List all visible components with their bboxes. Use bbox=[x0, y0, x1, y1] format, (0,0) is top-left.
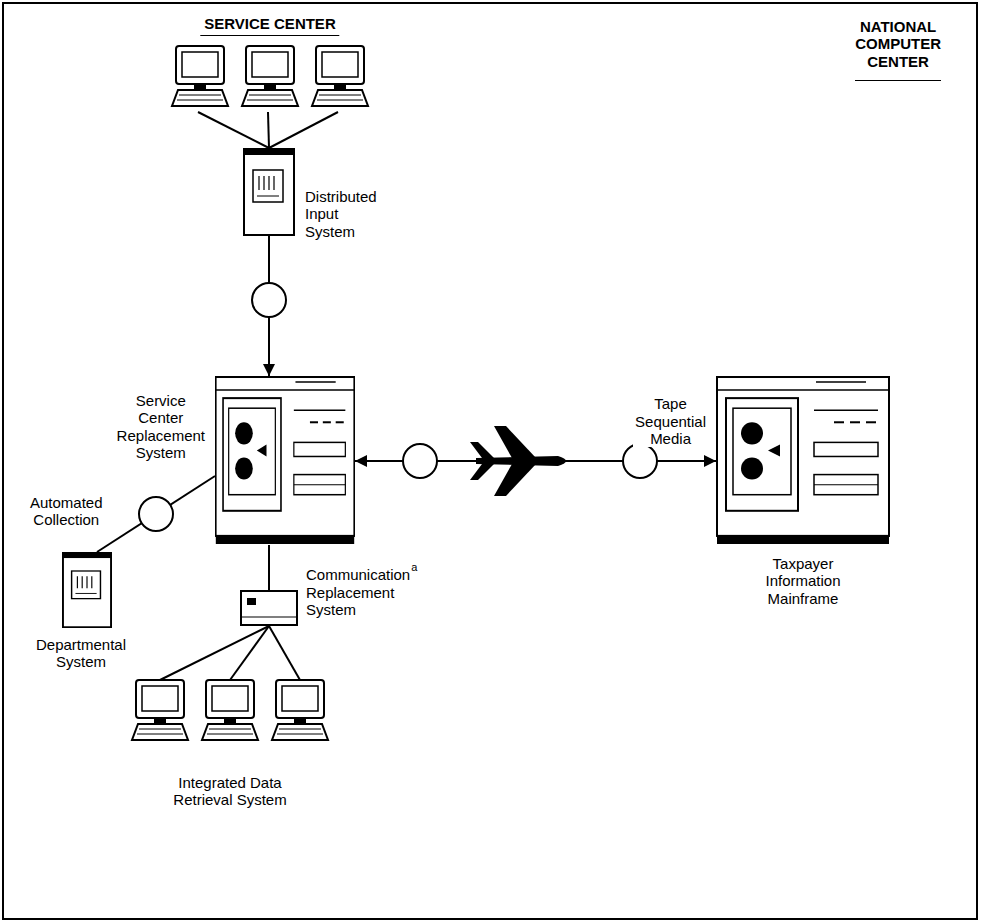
taxpayer-mainframe: Taxpayer Information Mainframe bbox=[716, 376, 890, 545]
connector bbox=[198, 112, 338, 148]
connector-line bbox=[269, 112, 338, 148]
connector bbox=[269, 545, 270, 590]
center-title: NATIONAL COMPUTER CENTER bbox=[855, 18, 941, 81]
connector-line bbox=[230, 626, 269, 680]
connector bbox=[160, 626, 300, 680]
mainframe-icon bbox=[717, 377, 889, 544]
connector-line bbox=[198, 112, 269, 148]
connector-line bbox=[160, 626, 269, 680]
node-label: Automated Collection bbox=[30, 494, 103, 529]
connector-line bbox=[268, 112, 269, 148]
node-label: Distributed Input System bbox=[305, 188, 377, 240]
tower-icon bbox=[63, 553, 111, 627]
connector-line bbox=[268, 545, 270, 590]
node-label: Service Center Replacement System bbox=[117, 392, 205, 461]
node-label: SERVICE CENTER bbox=[200, 15, 339, 36]
departmental-system: Automated CollectionDepartmental System bbox=[62, 552, 112, 628]
node-label: Integrated Data Retrieval System bbox=[150, 774, 310, 809]
edge-label: Tape Sequential Media bbox=[633, 395, 708, 447]
terminal-group: SERVICE CENTER bbox=[168, 42, 372, 112]
comm-box-icon bbox=[241, 591, 297, 625]
footnote-mark: a bbox=[411, 561, 417, 574]
communication-box: Communication Replacement System bbox=[240, 590, 298, 626]
tape-reels bbox=[139, 283, 657, 531]
input-system: Distributed Input System bbox=[243, 148, 295, 236]
connector-line bbox=[269, 626, 300, 680]
mainframe-icon bbox=[216, 377, 354, 544]
terminal-group: Integrated Data Retrieval System bbox=[128, 678, 332, 744]
airplane-icon bbox=[470, 426, 566, 496]
connector bbox=[97, 476, 215, 552]
tower-icon bbox=[244, 149, 294, 235]
node-label: Departmental System bbox=[36, 636, 126, 671]
replacement-mainframe: Service Center Replacement System bbox=[215, 376, 355, 545]
node-label: Taxpayer Information Mainframe bbox=[765, 555, 840, 607]
connector-line bbox=[97, 476, 215, 552]
node-label: Communication Replacement System bbox=[306, 566, 410, 618]
outer-frame bbox=[3, 3, 977, 919]
